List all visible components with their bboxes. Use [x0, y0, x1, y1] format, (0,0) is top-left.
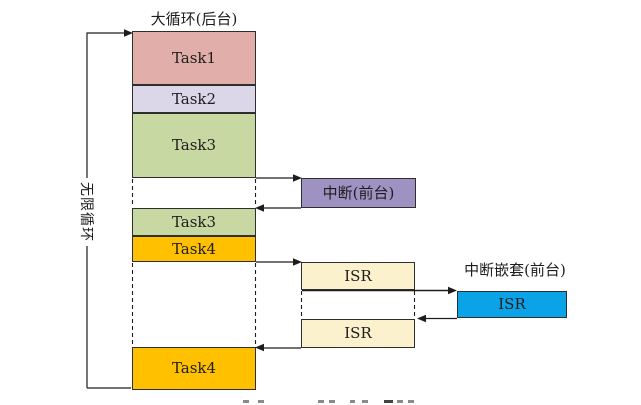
interrupt-foreground-box: 中断(前台): [301, 178, 416, 208]
task-box-2: Task2: [132, 85, 256, 113]
task-box-4-resumed: Task4: [132, 347, 256, 390]
task-box-3-resumed: Task3: [132, 208, 256, 236]
interrupt-call-arrow: [256, 174, 302, 182]
nested-isr-return-arrow: [417, 314, 457, 323]
big-loop-title: 大循环(后台): [150, 10, 238, 28]
task-box-3: Task3: [132, 113, 256, 178]
nested-isr-box: ISR: [457, 291, 567, 318]
task-box-1: Task1: [132, 31, 256, 85]
infinite-loop-label: 无限循环: [77, 178, 97, 246]
isr-call-arrow: [256, 258, 302, 266]
nested-interrupt-caption: 中断嵌套(前台): [464, 261, 566, 279]
isr-box-2: ISR: [301, 319, 415, 348]
task-box-4: Task4: [132, 236, 256, 262]
interrupt-return-arrow: [255, 204, 301, 212]
cropped-caption-fragments: [0, 398, 641, 405]
isr-return-arrow: [255, 343, 301, 352]
isr-box-1: ISR: [301, 262, 415, 290]
